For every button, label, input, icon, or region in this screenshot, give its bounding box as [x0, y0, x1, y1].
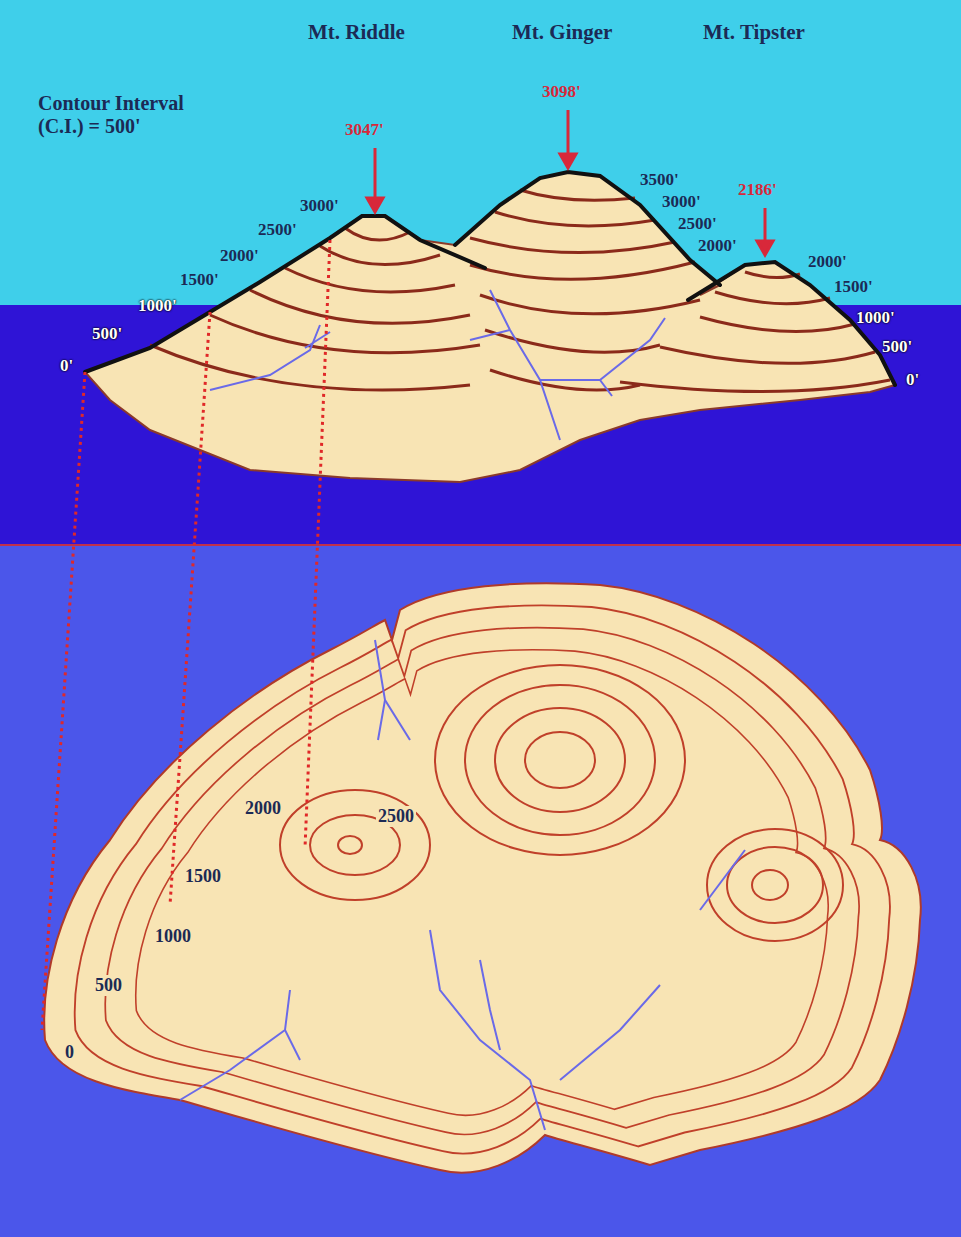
elevation-label: 2000'	[698, 236, 737, 256]
mountain-name: Mt. Tipster	[703, 20, 805, 44]
elevation-label: 0'	[60, 356, 73, 376]
elevation-label: 2500'	[678, 214, 717, 234]
elevation-label: 2500'	[258, 220, 297, 240]
streams-3d	[210, 290, 665, 440]
mountain-name: Mt. Riddle	[308, 20, 405, 44]
elevation-label: 3000'	[300, 196, 339, 216]
peak-elevation: 2186'	[738, 180, 777, 200]
elevation-label: 1500'	[834, 277, 873, 297]
map-landmass	[44, 583, 921, 1172]
elevation-label: 1000'	[856, 308, 895, 328]
projection-lines	[42, 240, 330, 1030]
map-contour-label: 1000	[153, 926, 193, 947]
map-contour-label: 2000	[243, 798, 283, 819]
peak-arrows	[367, 110, 773, 255]
elevation-label: 1000'	[138, 296, 177, 316]
peak-elevation: 3047'	[345, 120, 384, 140]
elevation-label: 500'	[92, 324, 122, 344]
map-contour-label: 2500	[376, 806, 416, 827]
map-contour-label: 1500	[183, 866, 223, 887]
map-streams	[180, 640, 745, 1130]
elevation-label: 2000'	[220, 246, 259, 266]
elevation-label: 0'	[906, 370, 919, 390]
elevation-label: 1500'	[180, 270, 219, 290]
map-contour-label: 500	[93, 975, 124, 996]
contour-interval-note: Contour Interval (C.I.) = 500'	[38, 92, 213, 138]
panel-divider	[0, 544, 961, 546]
peak-elevation: 3098'	[542, 82, 581, 102]
mountain-block	[85, 172, 895, 482]
elevation-label: 3500'	[640, 170, 679, 190]
map-contours	[75, 605, 890, 1153]
map-contour-label: 0	[63, 1042, 76, 1063]
elevation-label: 500'	[882, 337, 912, 357]
elevation-label: 2000'	[808, 252, 847, 272]
map-panel	[0, 545, 961, 1237]
elevation-label: 3000'	[662, 192, 701, 212]
contour-lines-3d	[150, 190, 890, 392]
mountain-name: Mt. Ginger	[512, 20, 612, 44]
ridge-lines	[85, 172, 895, 385]
